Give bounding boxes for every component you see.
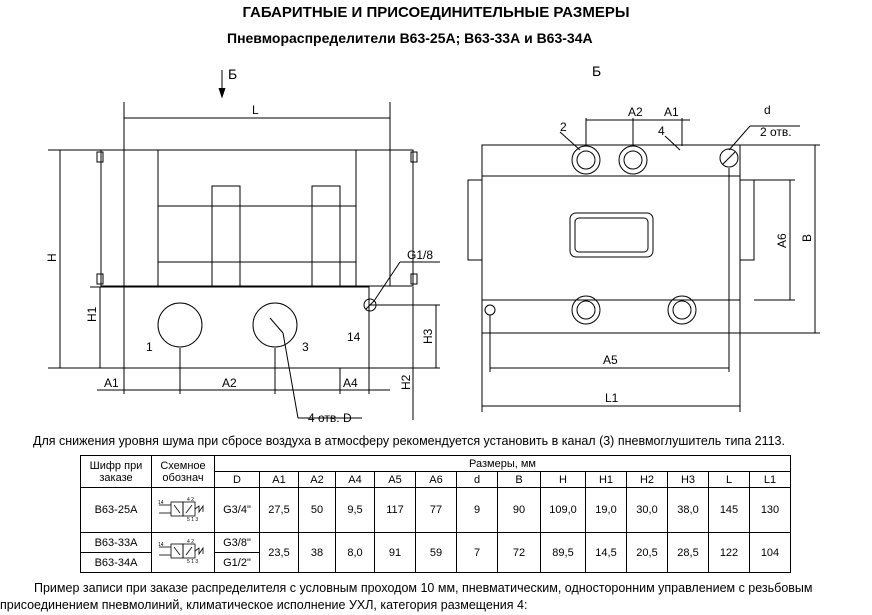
dim-header: A6	[415, 471, 457, 488]
page-subtitle: Пневмораспределители В63-25А; В63-33А и …	[227, 30, 593, 46]
cell: 14,5	[585, 532, 627, 573]
cell: 59	[415, 532, 457, 573]
cell: 23,5	[259, 532, 299, 573]
dim-header: L1	[749, 471, 791, 488]
cell: 30,0	[626, 487, 668, 533]
dim-header: H3	[667, 471, 709, 488]
svg-text:4 2: 4 2	[187, 539, 194, 545]
dim-H: H	[45, 253, 59, 262]
table-row: В63-34А G1/2"	[80, 552, 791, 573]
dim-A6: A6	[775, 233, 789, 248]
scheme-symbol: 14 4 2 5 1 3	[151, 532, 215, 573]
cell: G3/8"	[214, 532, 260, 553]
dim-A5: A5	[603, 353, 618, 367]
cell: G1/2"	[214, 552, 260, 573]
port-3-label: 3	[302, 340, 309, 354]
col-code-header: Шифр при заказе	[80, 455, 152, 488]
dim-header: H	[540, 471, 586, 488]
cell: 19,0	[585, 487, 627, 533]
thread-label: G1/8	[407, 248, 433, 262]
dim-A2-right: A2	[628, 105, 643, 119]
code-cell: В63-33А	[80, 532, 152, 553]
cell: 90	[497, 487, 541, 533]
holes-D-label: 4 отв. D	[308, 411, 352, 425]
cell: 145	[708, 487, 750, 533]
dim-A4: A4	[343, 376, 358, 390]
dimensions-table: Шифр при заказе Схемное обознач Размеры,…	[80, 455, 791, 573]
dim-L: L	[252, 103, 259, 117]
svg-text:14: 14	[158, 500, 164, 506]
dim-header: d	[456, 471, 498, 488]
dim-B: B	[800, 234, 814, 242]
dim-header: D	[214, 471, 260, 488]
order-example-line2: присоединением пневмолиний, климатическо…	[0, 598, 528, 612]
cell: 130	[749, 487, 791, 533]
view-name-label: Б	[592, 63, 601, 79]
technical-drawing: Б L H H1 H2 H3 A1 A2 A4 G1/8 1 3 14 4 от…	[45, 63, 820, 425]
cell: 122	[708, 532, 750, 573]
dim-header: A1	[259, 471, 299, 488]
dim-header: A2	[298, 471, 336, 488]
dim-header: A5	[374, 471, 416, 488]
dim-H3: H3	[421, 328, 435, 344]
table-row: В63-25А 14 4 2 5 1 3 G3/4" 27,5 50 9,5 117…	[80, 487, 791, 533]
port-4-label: 4	[658, 124, 665, 138]
cell: G3/4"	[214, 487, 260, 533]
cell: 28,5	[667, 532, 709, 573]
cell: 7	[456, 532, 498, 573]
cell: 9,5	[335, 487, 375, 533]
cell: 77	[415, 487, 457, 533]
cell: 8,0	[335, 532, 375, 573]
dim-header: A4	[335, 471, 375, 488]
order-example: Пример записи при заказе распределителя …	[0, 580, 813, 614]
dim-A2-left: A2	[222, 376, 237, 390]
col-scheme-header: Схемное обознач	[151, 455, 215, 488]
cell: 38	[298, 532, 336, 573]
code-cell: В63-34А	[80, 552, 152, 573]
cell: 9	[456, 487, 498, 533]
cell: 38,0	[667, 487, 709, 533]
svg-text:5 1 3: 5 1 3	[187, 559, 198, 563]
cell: 20,5	[626, 532, 668, 573]
dim-L1: L1	[605, 391, 619, 405]
svg-text:14: 14	[158, 542, 164, 548]
dim-header: B	[497, 471, 541, 488]
cell: 50	[298, 487, 336, 533]
cell: 91	[374, 532, 416, 573]
dim-A1-left: A1	[104, 376, 119, 390]
noise-note: Для снижения уровня шума при сбросе возд…	[33, 434, 785, 448]
dim-H1: H1	[85, 306, 99, 322]
port-1-label: 1	[146, 340, 153, 354]
svg-text:5 1 3: 5 1 3	[187, 517, 198, 521]
code-cell: В63-25А	[80, 487, 152, 533]
dim-A1-right: A1	[664, 105, 679, 119]
col-dims-header: Размеры, мм	[214, 455, 791, 472]
port-2-label: 2	[560, 120, 567, 134]
cell: 104	[749, 532, 791, 573]
cell: 72	[497, 532, 541, 573]
cell: 27,5	[259, 487, 299, 533]
dim-header: H1	[585, 471, 627, 488]
port-14-label: 14	[347, 330, 361, 344]
dim-header: L	[708, 471, 750, 488]
cell: 109,0	[540, 487, 586, 533]
order-example-line1: Пример записи при заказе распределителя …	[34, 581, 813, 595]
scheme-symbol: 14 4 2 5 1 3	[151, 487, 215, 533]
cell: 117	[374, 487, 416, 533]
dim-d: d	[764, 103, 771, 117]
dim-header: H2	[626, 471, 668, 488]
dim-H2: H2	[399, 374, 413, 390]
holes-d-label: 2 отв.	[760, 125, 792, 139]
view-arrow-label: Б	[228, 66, 237, 82]
svg-text:4 2: 4 2	[187, 497, 194, 503]
cell: 89,5	[540, 532, 586, 573]
page-title: ГАБАРИТНЫЕ И ПРИСОЕДИНИТЕЛЬНЫЕ РАЗМЕРЫ	[242, 4, 630, 21]
